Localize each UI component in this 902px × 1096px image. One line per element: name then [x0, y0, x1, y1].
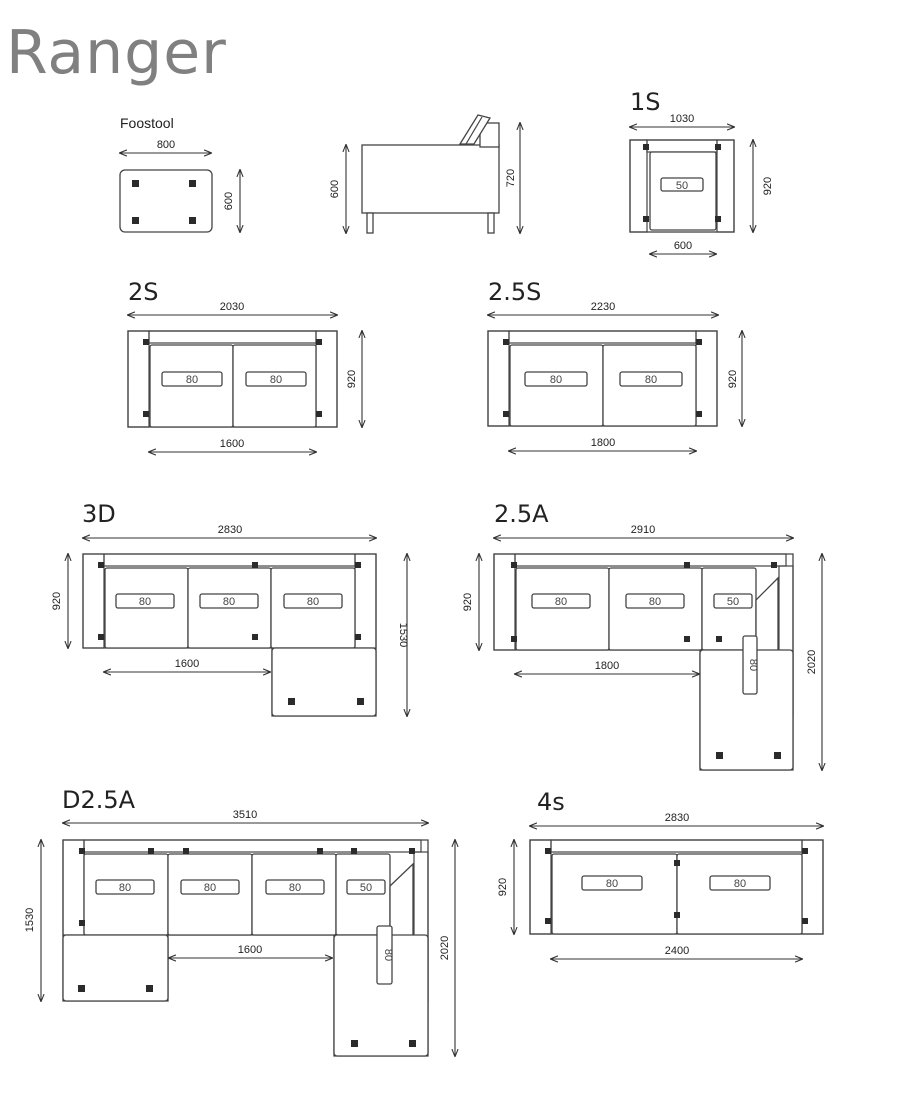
sofa-2-5s-label: 2.5S [488, 278, 541, 306]
sofa-4s-cushion-2: 80 [734, 878, 746, 890]
sofa-d2-5a-side-cushion: 80 [382, 949, 394, 961]
sofa-2-5a-depth: 920 [462, 593, 474, 611]
sofa-2s-cushion-1: 80 [186, 374, 198, 386]
sofa-3d-cushion-1: 80 [139, 596, 151, 608]
sofa-4s-seat-width: 2400 [665, 945, 689, 957]
sofa-d2-5a-cushion-4: 50 [360, 882, 372, 894]
sofa-4s-cushion-1: 80 [606, 878, 618, 890]
sofa-2-5a-seat-width: 1800 [595, 660, 619, 672]
sofa-1s-cushion: 50 [676, 180, 688, 192]
side-view-diagram: 600 720 [329, 114, 520, 233]
sofa-1s-label: 1S [630, 88, 661, 116]
sofa-2-5s-diagram: 2.5S 2230 80 80 920 1800 [488, 278, 742, 451]
footstool-depth: 600 [223, 192, 235, 210]
sofa-3d-width: 2830 [218, 524, 242, 536]
sofa-2-5a-cushion-3: 50 [727, 596, 739, 608]
sofa-2s-depth: 920 [346, 370, 358, 388]
page-title: Ranger [6, 18, 227, 88]
sofa-3d-label: 3D [82, 500, 116, 528]
sofa-d2-5a-cushion-2: 80 [204, 882, 216, 894]
footstool-diagram: Foostool 800 600 [120, 115, 240, 232]
sofa-4s-diagram: 4s 2830 80 80 920 2400 [497, 788, 823, 959]
sofa-d2-5a-cushion-3: 80 [289, 882, 301, 894]
sofa-d2-5a-cushion-1: 80 [119, 882, 131, 894]
footstool-width: 800 [157, 139, 175, 151]
sofa-1s-depth: 920 [762, 177, 774, 195]
sofa-d2-5a-left-depth: 1530 [24, 908, 36, 932]
footstool-label: Foostool [120, 115, 174, 131]
sofa-2-5s-width: 2230 [591, 301, 615, 313]
sofa-3d-depth: 920 [51, 592, 63, 610]
sofa-d2-5a-width: 3510 [233, 809, 257, 821]
sofa-2-5s-cushion-2: 80 [645, 374, 657, 386]
sofa-1s-diagram: 1S 1030 50 920 600 [630, 88, 774, 254]
sofa-2-5s-depth: 920 [727, 370, 739, 388]
sofa-2s-seat-width: 1600 [220, 438, 244, 450]
side-seat-height: 600 [329, 180, 341, 198]
sofa-2-5a-width: 2910 [631, 524, 655, 536]
sofa-2-5a-label: 2.5A [494, 500, 549, 528]
sofa-2s-diagram: 2S 2030 80 80 920 1600 [128, 278, 362, 452]
sofa-d2-5a-label: D2.5A [62, 786, 136, 814]
sofa-3d-diagram: 3D 2830 80 80 80 920 1530 1600 [51, 500, 409, 716]
side-back-height: 720 [505, 169, 517, 187]
sofa-3d-chaise-depth: 1530 [397, 623, 409, 647]
sofa-4s-depth: 920 [497, 878, 509, 896]
sofa-d2-5a-diagram: D2.5A 3510 80 80 80 50 80 1 [24, 786, 455, 1056]
sofa-2s-width: 2030 [220, 301, 244, 313]
sofa-2-5a-side-cushion: 80 [747, 659, 759, 671]
sofa-2s-cushion-2: 80 [270, 374, 282, 386]
sofa-2-5a-cushion-1: 80 [555, 596, 567, 608]
sofa-4s-width: 2830 [665, 812, 689, 824]
sofa-2s-label: 2S [128, 278, 159, 306]
sofa-3d-cushion-3: 80 [307, 596, 319, 608]
sofa-1s-seat-width: 600 [674, 240, 692, 252]
sofa-2-5a-corner-depth: 2020 [806, 650, 818, 674]
sofa-d2-5a-right-depth: 2020 [439, 936, 451, 960]
sofa-2-5s-seat-width: 1800 [591, 437, 615, 449]
sofa-3d-cushion-2: 80 [223, 596, 235, 608]
sofa-d2-5a-seat-width: 1600 [238, 944, 262, 956]
sofa-2-5a-cushion-2: 80 [649, 596, 661, 608]
sofa-3d-seat-width: 1600 [175, 658, 199, 670]
sofa-1s-width: 1030 [670, 113, 694, 125]
sofa-2-5s-cushion-1: 80 [550, 374, 562, 386]
sofa-2-5a-diagram: 2.5A 2910 80 80 50 80 920 2020 1800 [462, 500, 822, 770]
sofa-4s-label: 4s [537, 788, 565, 816]
